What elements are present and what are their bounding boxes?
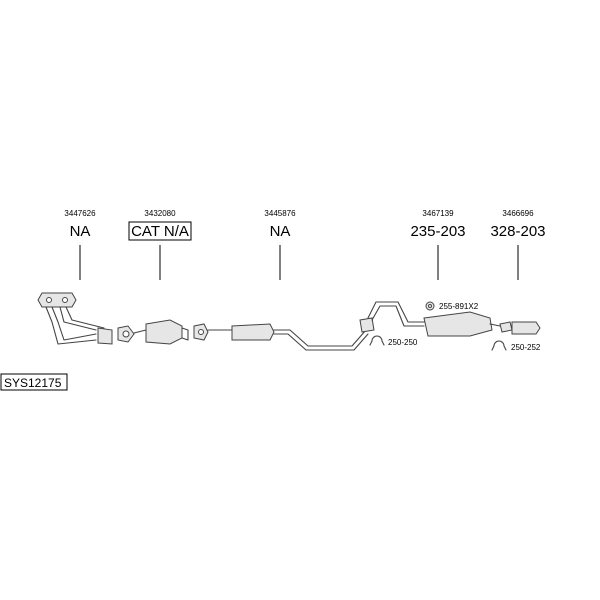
part-label-3[interactable]: 3445876 NA [264, 209, 296, 280]
rear-silencer-drawing[interactable] [359, 301, 501, 337]
accessory-clamp-1[interactable]: 250-250 [369, 335, 418, 347]
part-number: 3466696 [502, 209, 534, 218]
tailpipe-drawing[interactable] [499, 321, 541, 335]
part-code: CAT N/A [131, 223, 189, 240]
part-label-2[interactable]: 3432080 CAT N/A [128, 209, 192, 280]
manifold-drawing[interactable] [37, 292, 113, 345]
part-code: NA [270, 223, 291, 240]
part-number: 3467139 [422, 209, 454, 218]
clamp-icon [369, 335, 385, 346]
part-label-5[interactable]: 3466696 328-203 [490, 209, 546, 280]
system-id-label: SYS12175 [0, 373, 68, 391]
catalytic-converter-drawing[interactable] [133, 319, 189, 345]
gasket-icon [117, 325, 135, 343]
part-code: 328-203 [490, 223, 545, 240]
part-code: NA [70, 223, 91, 240]
accessory-label: 255-891X2 [439, 302, 479, 311]
accessory-gasket[interactable]: 255-891X2 [425, 301, 479, 311]
cat-box [128, 221, 192, 241]
accessory-label: 250-252 [511, 343, 541, 352]
part-label-4[interactable]: 3467139 235-203 [410, 209, 466, 280]
gasket-icon [193, 323, 209, 341]
clamp-icon [491, 340, 507, 351]
middle-pipe-drawing[interactable] [207, 323, 369, 351]
part-code: 235-203 [410, 223, 465, 240]
part-number: 3445876 [264, 209, 296, 218]
part-number: 3447626 [64, 209, 96, 218]
part-label-1[interactable]: 3447626 NA [64, 209, 96, 280]
part-number: 3432080 [144, 209, 176, 218]
manifold-outlet [97, 327, 113, 345]
manifold-flange [37, 292, 77, 308]
accessory-clamp-2[interactable]: 250-252 [491, 340, 541, 352]
system-id-text: SYS12175 [4, 376, 62, 390]
accessory-label: 250-250 [388, 338, 418, 347]
